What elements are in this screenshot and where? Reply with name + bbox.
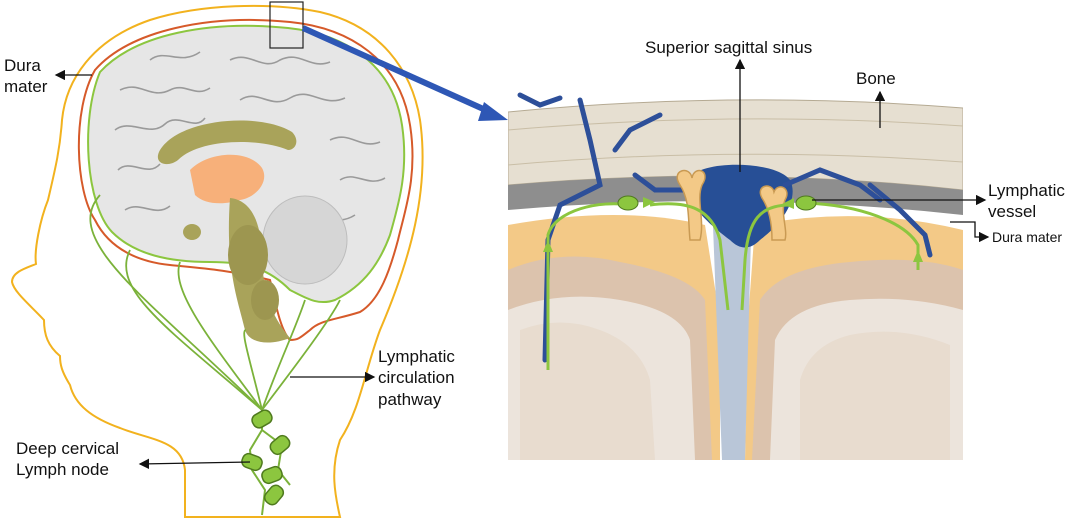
inset-cross-section <box>508 88 963 460</box>
head-illustration <box>10 4 424 518</box>
lymphatic-pathway-lines <box>89 194 341 411</box>
zoom-box <box>269 1 304 49</box>
thalamus <box>190 154 265 204</box>
label-superior-sagittal-sinus: Superior sagittal sinus <box>645 38 813 57</box>
medulla <box>251 280 279 320</box>
lymph-node <box>269 434 291 456</box>
lymphatic-vessel-node <box>617 195 639 211</box>
head-outline <box>10 4 424 518</box>
lymph-node <box>251 409 273 429</box>
arachnoid-granulations <box>676 169 788 241</box>
cerebellum <box>262 195 348 285</box>
zoom-arrow <box>301 25 508 121</box>
cerebral-veins <box>517 92 933 363</box>
label-dura-mater-right: Dura mater <box>992 229 1063 245</box>
lymph-node <box>263 484 285 506</box>
corpus-callosum <box>157 120 297 165</box>
lymphatic-vessel-node <box>795 195 817 211</box>
label-bone: Bone <box>856 69 896 88</box>
pons <box>228 225 268 285</box>
pituitary <box>183 224 201 240</box>
label-lymphatic-vessel: Lymphatic vessel <box>988 181 1065 222</box>
label-lymphatic-pathway: Lymphatic circulation pathway <box>378 347 455 409</box>
dura-right-pointer <box>950 221 990 243</box>
lymph-node <box>241 452 263 472</box>
lymph-node-pointer <box>138 458 251 470</box>
dura-mater-line <box>77 19 414 342</box>
label-deep-cervical-lymph-node: Deep cervical Lymph node <box>16 439 119 480</box>
lymph-node <box>261 465 283 485</box>
label-dura-mater-left: Dura mater <box>4 56 48 97</box>
deep-cervical-lymph-nodes <box>241 409 291 516</box>
